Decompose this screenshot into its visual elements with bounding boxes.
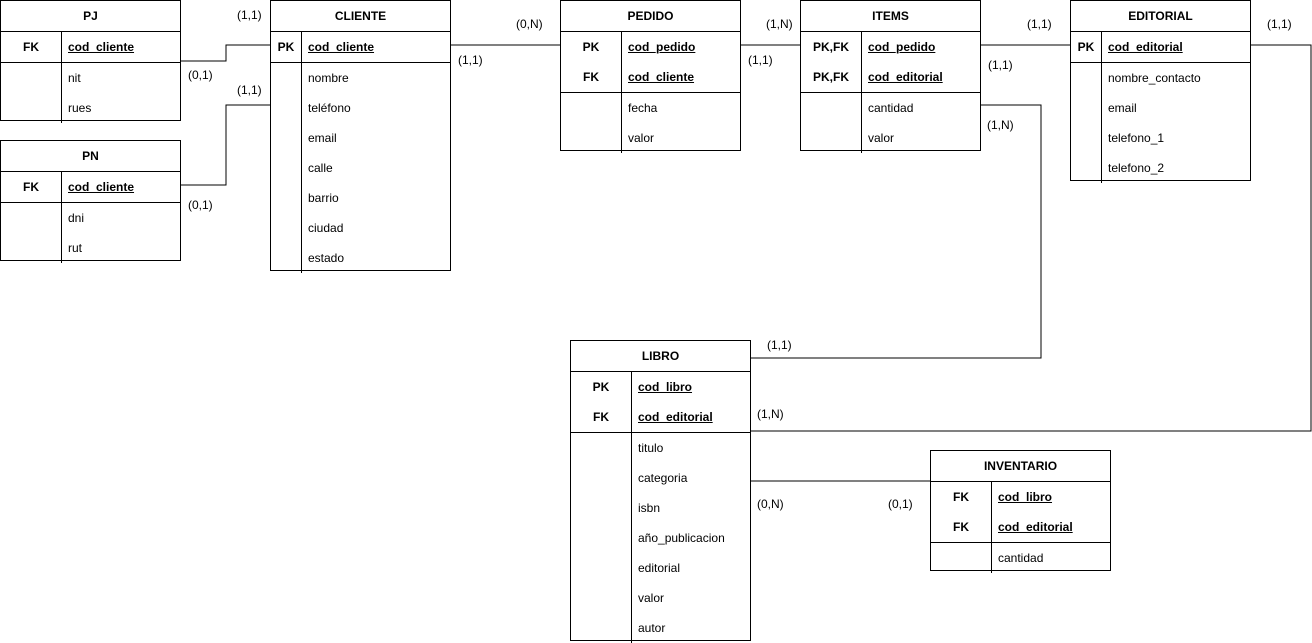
attribute: estado <box>308 251 345 265</box>
entity-pn: PN FK cod_cliente dni rut <box>0 140 181 263</box>
key-type: PK,FK <box>813 40 849 54</box>
attribute: telefono_2 <box>1108 161 1165 175</box>
key-type: FK <box>593 410 609 424</box>
key-field: cod_libro <box>638 380 693 394</box>
attribute: editorial <box>638 561 681 575</box>
key-field: cod_cliente <box>308 40 375 54</box>
key-type: PK <box>592 380 610 394</box>
key-type: PK <box>582 40 600 54</box>
key-field: cod_cliente <box>68 180 135 194</box>
cardinality-label: (1,N) <box>757 407 784 421</box>
cardinality-label: (0,1) <box>188 68 213 82</box>
key-field: cod_pedido <box>868 40 936 54</box>
key-type: PK <box>277 40 295 54</box>
attribute: isbn <box>638 501 661 515</box>
attribute: nombre_contacto <box>1108 71 1201 85</box>
attribute: calle <box>308 161 333 175</box>
cardinality-label: (0,1) <box>188 198 213 212</box>
cardinality-label: (0,N) <box>516 17 543 31</box>
attribute: cantidad <box>998 551 1044 565</box>
attribute: fecha <box>628 101 658 115</box>
line-items-libro <box>751 104 1042 359</box>
line-editorial-libro <box>751 44 1312 432</box>
attribute: teléfono <box>308 101 351 115</box>
cardinality-label: (1,1) <box>1267 17 1292 31</box>
entity-title: PJ <box>1 1 180 32</box>
entity-title: ITEMS <box>801 1 980 32</box>
attribute: año_publicacion <box>638 531 725 545</box>
entity-items: ITEMS PK,FK cod_pedido PK,FK cod_editorial… <box>800 0 981 153</box>
attribute: rues <box>68 101 92 115</box>
entity-title: CLIENTE <box>271 1 450 32</box>
attribute: valor <box>868 131 895 145</box>
key-field: cod_editorial <box>1108 40 1183 54</box>
cardinality-label: (1,1) <box>767 338 792 352</box>
attribute: titulo <box>638 441 664 455</box>
attribute: categoria <box>638 471 688 485</box>
entity-title: PEDIDO <box>561 1 740 32</box>
key-type: PK <box>1077 40 1095 54</box>
key-field: cod_libro <box>998 490 1053 504</box>
key-field: cod_editorial <box>868 70 943 84</box>
entity-title: LIBRO <box>571 341 750 372</box>
key-type: FK <box>23 40 39 54</box>
key-type: FK <box>953 520 969 534</box>
key-field: cod_pedido <box>628 40 696 54</box>
key-field: cod_editorial <box>638 410 713 424</box>
attribute: rut <box>68 241 83 255</box>
line-pj-cliente <box>176 44 270 62</box>
cardinality-label: (1,N) <box>766 17 793 31</box>
attribute: valor <box>638 591 665 605</box>
entity-inventario: INVENTARIO FK cod_libro FK cod_editorial c… <box>930 450 1111 573</box>
cardinality-label: (0,N) <box>757 497 784 511</box>
key-type: PK,FK <box>813 70 849 84</box>
cardinality-label: (1,1) <box>988 58 1013 72</box>
cardinality-label: (1,1) <box>458 53 483 67</box>
key-type: FK <box>953 490 969 504</box>
key-field: cod_cliente <box>68 40 135 54</box>
attribute: autor <box>638 621 666 635</box>
key-field: cod_cliente <box>628 70 695 84</box>
entity-libro: LIBRO PK cod_libro FK cod_editorial titulo… <box>570 340 751 643</box>
entity-title: EDITORIAL <box>1071 1 1250 32</box>
key-type: FK <box>583 70 599 84</box>
entity-cliente: CLIENTE PK cod_cliente nombre teléfono em… <box>270 0 451 273</box>
cardinality-label: (1,1) <box>237 83 262 97</box>
cardinality-label: (1,1) <box>237 8 262 22</box>
entity-editorial: EDITORIAL PK cod_editorial nombre_contact… <box>1070 0 1251 183</box>
key-type: FK <box>23 180 39 194</box>
attribute: email <box>1108 101 1137 115</box>
line-pn-cliente <box>181 104 270 186</box>
cardinality-label: (1,N) <box>987 118 1014 132</box>
cardinality-label: (1,1) <box>748 53 773 67</box>
attribute: nit <box>68 71 81 85</box>
entity-title: INVENTARIO <box>931 451 1110 482</box>
attribute: nombre <box>308 71 349 85</box>
attribute: valor <box>628 131 655 145</box>
entity-pj: PJ FK cod_cliente nit rues <box>0 0 181 123</box>
attribute: telefono_1 <box>1108 131 1165 145</box>
attribute: ciudad <box>308 221 344 235</box>
attribute: dni <box>68 211 85 225</box>
entity-title: PN <box>1 141 180 172</box>
cardinality-label: (0,1) <box>888 497 913 511</box>
attribute: cantidad <box>868 101 914 115</box>
key-field: cod_editorial <box>998 520 1073 534</box>
attribute: email <box>308 131 337 145</box>
attribute: barrio <box>308 191 339 205</box>
cardinality-label: (1,1) <box>1027 17 1052 31</box>
